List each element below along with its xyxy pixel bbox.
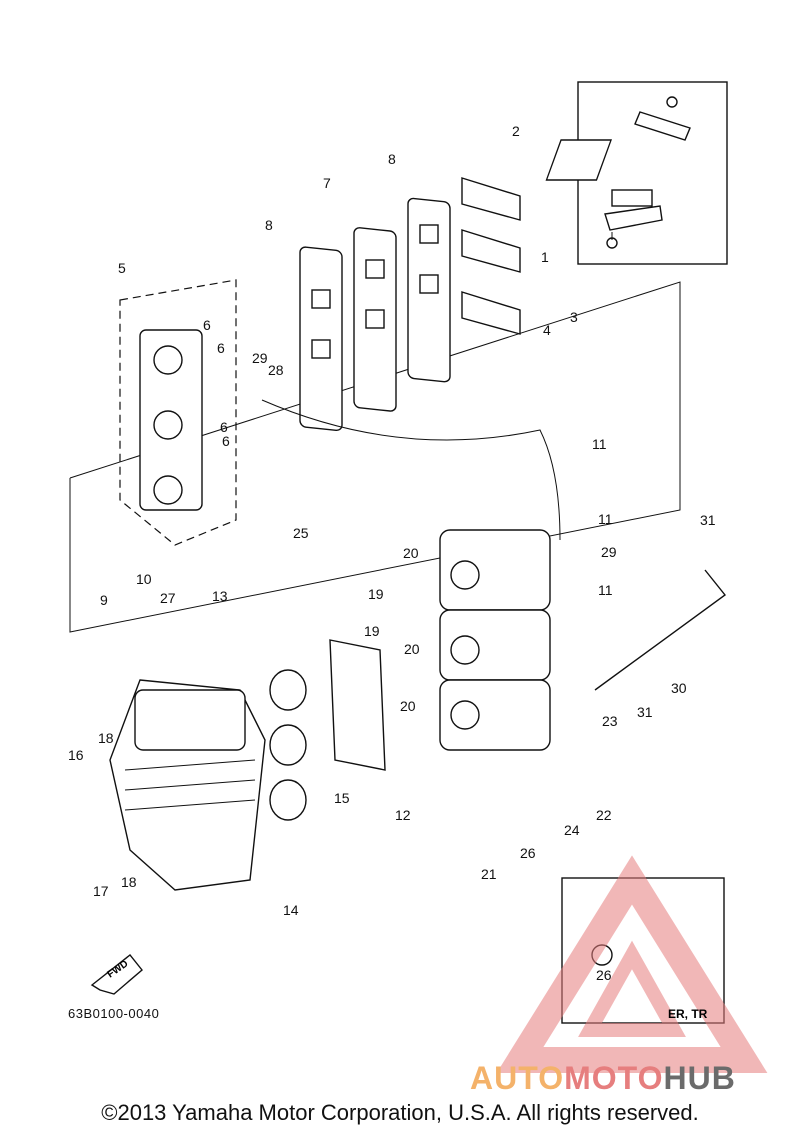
callout: 20	[404, 641, 420, 657]
callout: 5	[118, 260, 126, 276]
callout: 8	[265, 217, 273, 233]
callout: 3	[570, 309, 578, 325]
assembly-frame	[69, 281, 681, 633]
callout: 8	[388, 151, 396, 167]
callout-labels: 1 2 3 4 5 6 6 6 6 7 8 8 9 10 11 11 11 12…	[68, 123, 716, 983]
callout: 1	[541, 249, 549, 265]
reed-valve-blocks	[461, 177, 521, 335]
callout: 6	[217, 340, 225, 356]
automotohub-logo-icon	[496, 855, 768, 1073]
callout: 25	[293, 525, 309, 541]
callout: 11	[598, 582, 613, 598]
callout: 16	[68, 747, 84, 763]
callout: 20	[400, 698, 416, 714]
fuel-hose	[594, 569, 727, 691]
callout: 15	[334, 790, 350, 806]
callout: 9	[100, 592, 108, 608]
watermark-text: AUTOMOTOHUB	[470, 1060, 736, 1097]
gasket-plates	[299, 197, 451, 432]
callout: 22	[596, 807, 612, 823]
watermark-part-auto: AUTO	[470, 1060, 565, 1096]
watermark-part-hub: HUB	[663, 1060, 736, 1096]
reed-valve-inset-box	[577, 81, 728, 265]
callout: 13	[212, 588, 228, 604]
callout: 6	[222, 433, 230, 449]
copyright-notice: ©2013 Yamaha Motor Corporation, U.S.A. A…	[101, 1100, 699, 1125]
callout: 11	[592, 436, 607, 452]
callout: 6	[203, 317, 211, 333]
callout: 21	[481, 866, 497, 882]
intake-manifold-group	[119, 279, 237, 546]
carburetor-assembly	[439, 529, 551, 751]
inset-label: ER, TR	[668, 1007, 708, 1021]
callout: 11	[598, 511, 613, 527]
carb-gasket	[329, 639, 386, 771]
callout: 18	[121, 874, 137, 890]
callout: 18	[98, 730, 114, 746]
callout: 26	[596, 967, 612, 983]
intake-manifold	[139, 329, 203, 511]
callout: 19	[364, 623, 380, 639]
callout: 26	[520, 845, 536, 861]
reed-valve-detail	[545, 96, 691, 249]
fwd-arrow-icon: FWD	[90, 954, 143, 995]
callout: 4	[543, 322, 551, 338]
fuel-line	[261, 399, 561, 541]
drawing-code: 63B0100-0040	[68, 1006, 160, 1021]
callout: 20	[403, 545, 419, 561]
callout: 6	[220, 419, 228, 435]
callout: 14	[283, 902, 299, 918]
callout: 2	[512, 123, 520, 139]
callout: 12	[395, 807, 411, 823]
callout: 29	[601, 544, 617, 560]
callout: 29	[252, 350, 268, 366]
callout: 31	[637, 704, 653, 720]
callout: 31	[700, 512, 716, 528]
callout: 17	[93, 883, 109, 899]
callout: 30	[671, 680, 687, 696]
callout: 19	[368, 586, 384, 602]
silencer-gaskets	[269, 669, 307, 821]
watermark-part-moto: MOTO	[564, 1060, 664, 1096]
callout: 28	[268, 362, 284, 378]
callout: 7	[323, 175, 331, 191]
intake-silencer	[109, 679, 266, 891]
callout: 23	[602, 713, 618, 729]
callout: 10	[136, 571, 152, 587]
callout: 27	[160, 590, 176, 606]
callout: 24	[564, 822, 580, 838]
